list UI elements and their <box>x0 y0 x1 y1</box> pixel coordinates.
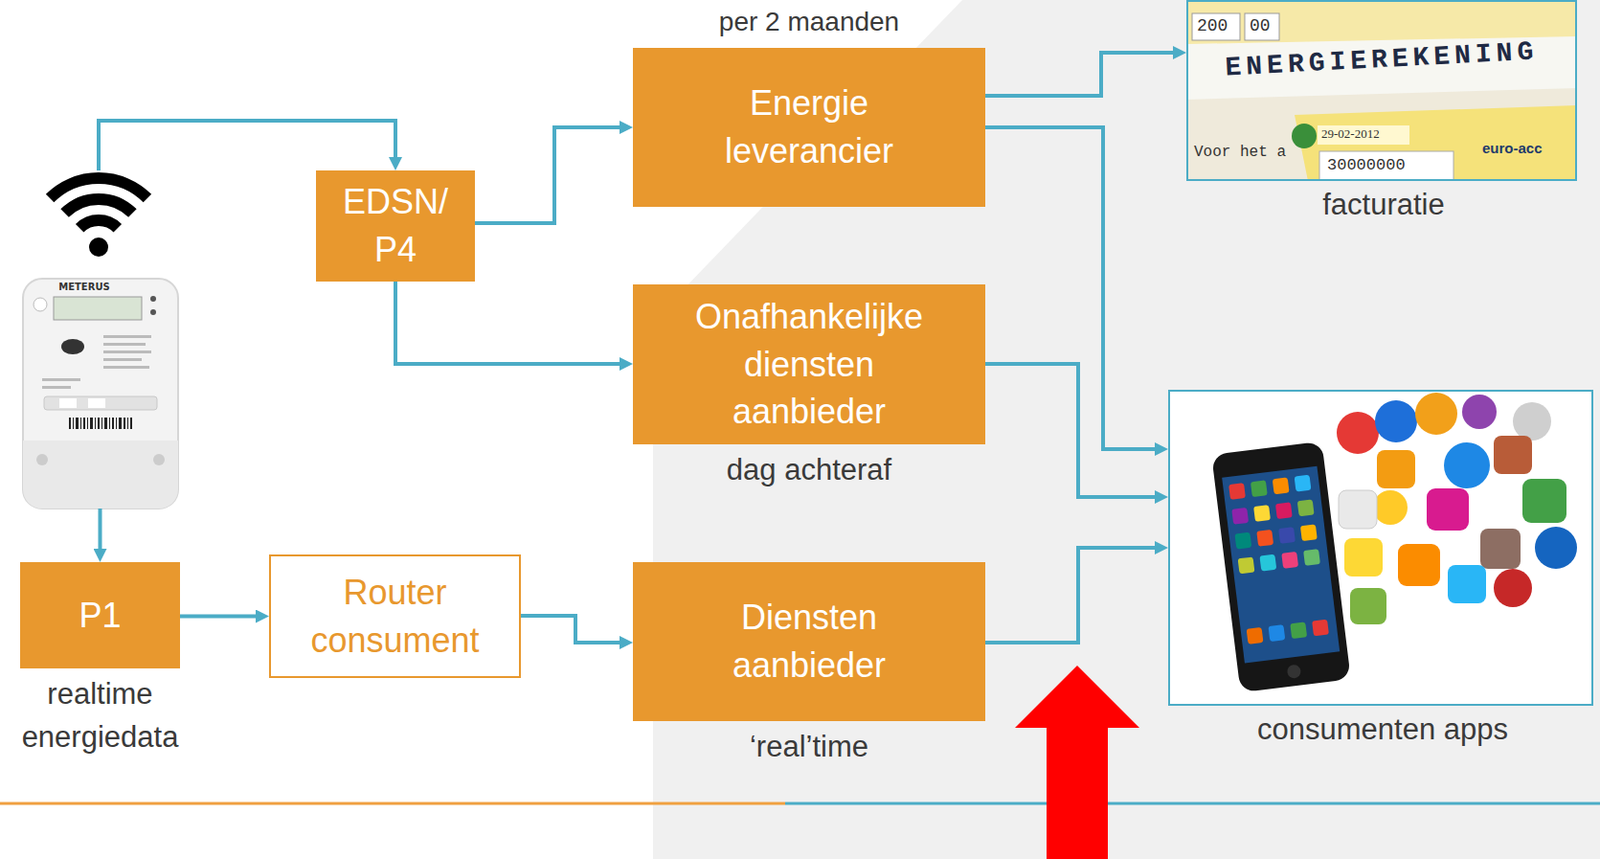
meter-led <box>33 297 47 312</box>
box-caption: ‘real’time <box>632 725 986 769</box>
wifi-icon <box>49 178 148 257</box>
photo-text: Voor het a <box>1194 143 1286 161</box>
footer-line <box>0 802 786 806</box>
box-caption: consumenten apps <box>1170 708 1596 752</box>
meter-body <box>22 278 179 509</box>
bill-field <box>1244 13 1280 41</box>
meter-print <box>103 365 150 369</box>
meter-print <box>103 342 146 346</box>
box-label: Diensten aanbieder <box>689 593 929 689</box>
box-label: EDSN/ P4 <box>333 178 458 273</box>
footer-line <box>785 802 1600 806</box>
process-box: Onafhankelijke diensten aanbiederdag ach… <box>632 284 986 445</box>
photo-text: 30000000 <box>1327 156 1406 176</box>
meter-print <box>103 350 152 354</box>
process-box: P1realtime energiedata <box>20 562 181 669</box>
bill-field <box>1192 13 1240 41</box>
connector-arrow <box>180 614 263 619</box>
connector-arrow <box>985 52 1180 96</box>
bill-title: ENERGIEREKENING <box>1187 33 1576 87</box>
bill-slip <box>1294 105 1578 181</box>
box-label: Onafhankelijke diensten aanbieder <box>689 292 929 436</box>
meter-screw <box>153 453 165 466</box>
connector-arrow <box>474 127 627 224</box>
photo-text: 29-02-2012 <box>1321 127 1380 142</box>
app-icons <box>1336 392 1578 625</box>
wifi-arc <box>79 220 118 228</box>
wifi-dot <box>89 237 109 257</box>
meter-button <box>61 338 85 355</box>
box-caption: dag achteraf <box>632 449 986 493</box>
meter-band <box>44 396 158 410</box>
meter-led <box>150 295 157 302</box>
connector-arrow <box>985 363 1162 497</box>
bill-paper <box>1186 88 1578 181</box>
box-label: Energie leverancier <box>689 79 929 175</box>
phone <box>1211 441 1352 693</box>
red-arrow <box>1014 665 1140 859</box>
process-box: EDSN/ P4 <box>315 170 475 282</box>
connector-arrow <box>985 127 1162 450</box>
box-label: P1 <box>33 591 168 640</box>
meter-cover <box>22 440 179 509</box>
connector-arrow <box>395 281 627 364</box>
bill-paper <box>1186 0 1578 181</box>
box-heading: per 2 maanden <box>632 4 986 40</box>
apps-illustration <box>1168 389 1594 706</box>
meter-print <box>103 335 152 339</box>
connector-arrow <box>985 547 1162 643</box>
meter-barcode <box>68 417 133 429</box>
box-caption: facturatie <box>1188 183 1579 227</box>
process-box: Diensten aanbieder‘real’time <box>632 562 986 722</box>
meter-print <box>42 378 81 382</box>
bill-photo-art <box>1186 0 1578 181</box>
box-label: Router consument <box>290 568 501 664</box>
apps-panel: consumenten apps <box>1168 389 1594 706</box>
process-box: per 2 maandenEnergie leverancier <box>632 47 986 207</box>
meter-slot <box>88 398 106 408</box>
photo-text: euro-acc <box>1482 139 1543 157</box>
photo-text: 200 <box>1196 16 1228 37</box>
apps-ground <box>1168 389 1594 706</box>
meter-print <box>42 385 71 389</box>
bill-field <box>1319 151 1454 181</box>
router-box: Router consument <box>269 554 521 678</box>
bill-field <box>1317 125 1410 145</box>
euro-sign <box>1291 123 1317 149</box>
photo-text: 00 <box>1249 16 1271 37</box>
meter-brand: METERUS <box>54 281 114 293</box>
wifi-arc <box>49 178 148 199</box>
smart-meter: METERUS <box>18 170 181 509</box>
meter-screw <box>36 453 48 466</box>
connector-arrow <box>98 508 103 556</box>
meter-print <box>103 358 142 361</box>
connector-arrow <box>520 615 627 643</box>
box-caption: realtime energiedata <box>9 673 192 760</box>
wifi-arc <box>65 199 134 214</box>
meter-led <box>150 309 157 316</box>
meter-slot <box>59 398 77 408</box>
meter-display <box>53 296 142 320</box>
smart-meter-picture <box>22 278 179 509</box>
connector-arrow <box>98 120 396 171</box>
